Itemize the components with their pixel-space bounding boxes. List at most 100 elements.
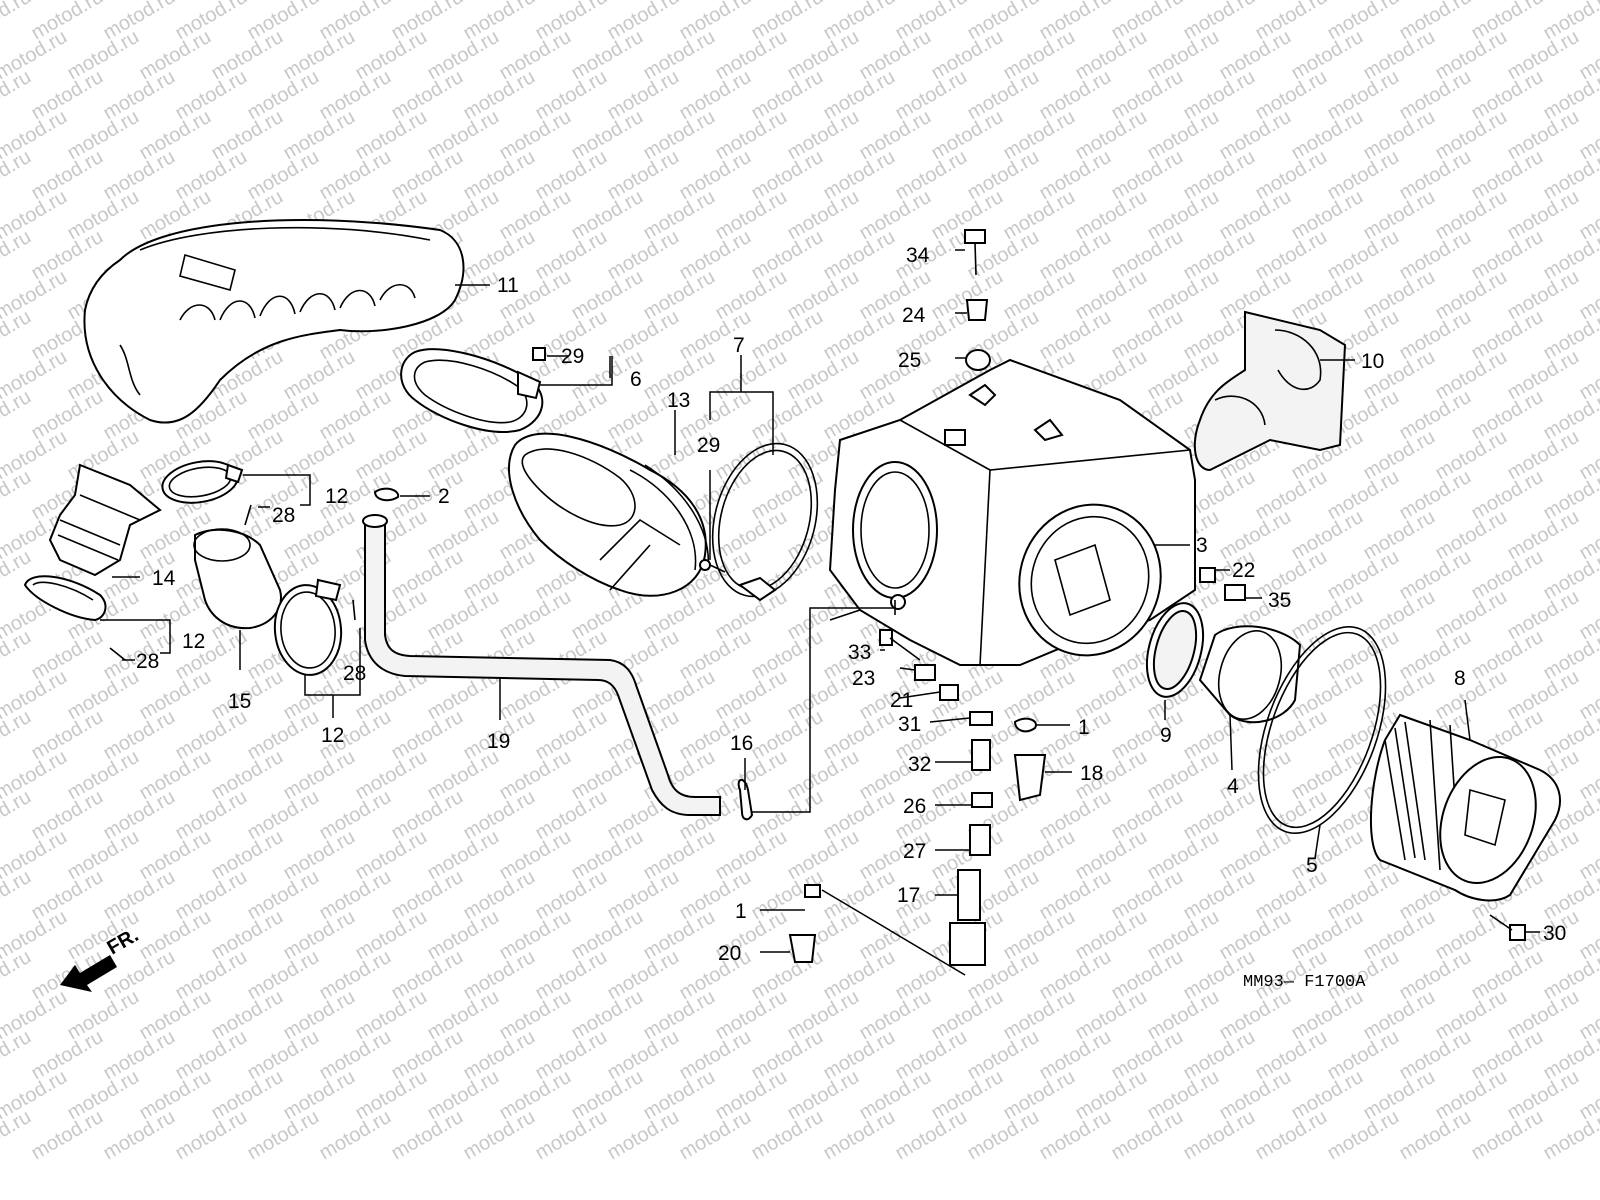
watermark-text: motod.ru	[388, 546, 467, 605]
watermark-text: motod.ru	[1360, 586, 1439, 645]
watermark-text: motod.ru	[460, 866, 539, 925]
watermark-text: motod.ru	[1288, 746, 1367, 805]
callout-11: 11	[497, 274, 519, 297]
watermark-text: motod.ru	[496, 986, 575, 1045]
watermark-text: motod.ru	[172, 786, 251, 845]
watermark-text: motod.ru	[496, 746, 575, 805]
watermark-text: motod.ru	[1072, 186, 1151, 245]
watermark-text: motod.ru	[784, 346, 863, 405]
watermark-text: motod.ru	[424, 26, 503, 85]
watermark-text: motod.ru	[964, 1106, 1043, 1165]
watermark-text: motod.ru	[316, 386, 395, 445]
watermark-text: motod.ru	[100, 146, 179, 205]
watermark-text: motod.ru	[1072, 106, 1151, 165]
connecting-tube-part	[48, 463, 162, 577]
watermark-text: motod.ru	[1252, 866, 1331, 925]
watermark-text: motod.ru	[1324, 1026, 1403, 1085]
watermark-text: motod.ru	[604, 1106, 683, 1165]
watermark-text: motod.ru	[1288, 506, 1367, 565]
watermark-text: motod.ru	[1504, 186, 1583, 245]
watermark-text: motod.ru	[460, 146, 539, 205]
watermark-text: motod.ru	[1504, 1066, 1583, 1125]
watermark-text: motod.ru	[568, 906, 647, 965]
watermark-text: motod.ru	[1216, 906, 1295, 965]
watermark-text: motod.ru	[28, 866, 107, 925]
clip-part	[737, 778, 754, 821]
watermark-text: motod.ru	[1144, 906, 1223, 965]
watermark-text: motod.ru	[316, 146, 395, 205]
watermark-text: motod.ru	[1000, 186, 1079, 245]
watermark-text: motod.ru	[1036, 786, 1115, 845]
watermark-text: motod.ru	[640, 106, 719, 165]
watermark-text: motod.ru	[1468, 1106, 1547, 1165]
watermark-text: motod.ru	[784, 186, 863, 245]
watermark-text: motod.ru	[208, 26, 287, 85]
watermark-text: motod.ru	[1000, 986, 1079, 1045]
watermark-text: motod.ru	[1288, 986, 1367, 1045]
element-holder-part	[1198, 625, 1302, 724]
watermark-text: motod.ru	[172, 146, 251, 205]
watermark-text: motod.ru	[1468, 946, 1547, 1005]
watermark-text: motod.ru	[640, 666, 719, 725]
watermark-text: motod.ru	[64, 26, 143, 85]
watermark-text: motod.ru	[244, 786, 323, 845]
watermark-text: motod.ru	[316, 1026, 395, 1085]
watermark-text: motod.ru	[676, 1026, 755, 1085]
watermark-text: motod.ru	[1432, 426, 1511, 485]
watermark-text: motod.ru	[1216, 826, 1295, 885]
watermark-text: motod.ru	[1504, 506, 1583, 565]
watermark-text: motod.ru	[928, 266, 1007, 325]
watermark-text: motod.ru	[352, 986, 431, 1045]
watermark-text: motod.ru	[424, 906, 503, 965]
watermark-text: motod.ru	[208, 1066, 287, 1125]
watermark-text: motod.ru	[1252, 1026, 1331, 1085]
watermark-text: motod.ru	[136, 26, 215, 85]
watermark-text: motod.ru	[280, 346, 359, 405]
watermark-text: motod.ru	[316, 1106, 395, 1165]
callout-15: 15	[228, 690, 251, 713]
watermark-text: motod.ru	[280, 106, 359, 165]
watermark-text: motod.ru	[856, 186, 935, 245]
watermark-text: motod.ru	[1252, 226, 1331, 285]
callout-12c: 12	[321, 724, 344, 747]
watermark-text: motod.ru	[1000, 666, 1079, 725]
watermark-text: motod.ru	[604, 226, 683, 285]
watermark-text: motod.ru	[1036, 866, 1115, 925]
watermark-text: motod.ru	[784, 1066, 863, 1125]
watermark-text: motod.ru	[1108, 1106, 1187, 1165]
watermark-text: motod.ru	[712, 186, 791, 245]
watermark-text: motod.ru	[640, 266, 719, 325]
watermark-text: motod.ru	[1216, 26, 1295, 85]
watermark-text: motod.ru	[1000, 266, 1079, 325]
watermark-text: motod.ru	[532, 146, 611, 205]
watermark-text: motod.ru	[748, 626, 827, 685]
watermark-text: motod.ru	[1216, 106, 1295, 165]
watermark-text: motod.ru	[856, 106, 935, 165]
watermark-text: motod.ru	[388, 786, 467, 845]
watermark-text: motod.ru	[568, 266, 647, 325]
watermark-text: motod.ru	[820, 1106, 899, 1165]
watermark-text: motod.ru	[532, 66, 611, 125]
watermark-text: motod.ru	[640, 986, 719, 1045]
watermark-text: motod.ru	[1108, 786, 1187, 845]
watermark-text: motod.ru	[892, 226, 971, 285]
watermark-text: motod.ru	[172, 66, 251, 125]
watermark-text: motod.ru	[892, 1106, 971, 1165]
watermark-text: motod.ru	[244, 1026, 323, 1085]
watermark-text: motod.ru	[460, 66, 539, 125]
watermark-text: motod.ru	[1288, 26, 1367, 85]
callout-22: 22	[1232, 559, 1255, 582]
watermark-text: motod.ru	[1180, 1106, 1259, 1165]
watermark-text: motod.ru	[28, 626, 107, 685]
watermark-text: motod.ru	[1396, 386, 1475, 445]
watermark-text: motod.ru	[172, 706, 251, 765]
watermark-text: motod.ru	[1108, 146, 1187, 205]
watermark-text: motod.ru	[64, 746, 143, 805]
watermark-text: motod.ru	[1180, 786, 1259, 845]
watermark-text: motod.ru	[784, 826, 863, 885]
watermark-text: motod.ru	[64, 826, 143, 885]
watermark-text: motod.ru	[604, 146, 683, 205]
watermark-text: motod.ru	[1144, 26, 1223, 85]
watermark-text: motod.ru	[352, 1066, 431, 1125]
watermark-text: motod.ru	[928, 746, 1007, 805]
